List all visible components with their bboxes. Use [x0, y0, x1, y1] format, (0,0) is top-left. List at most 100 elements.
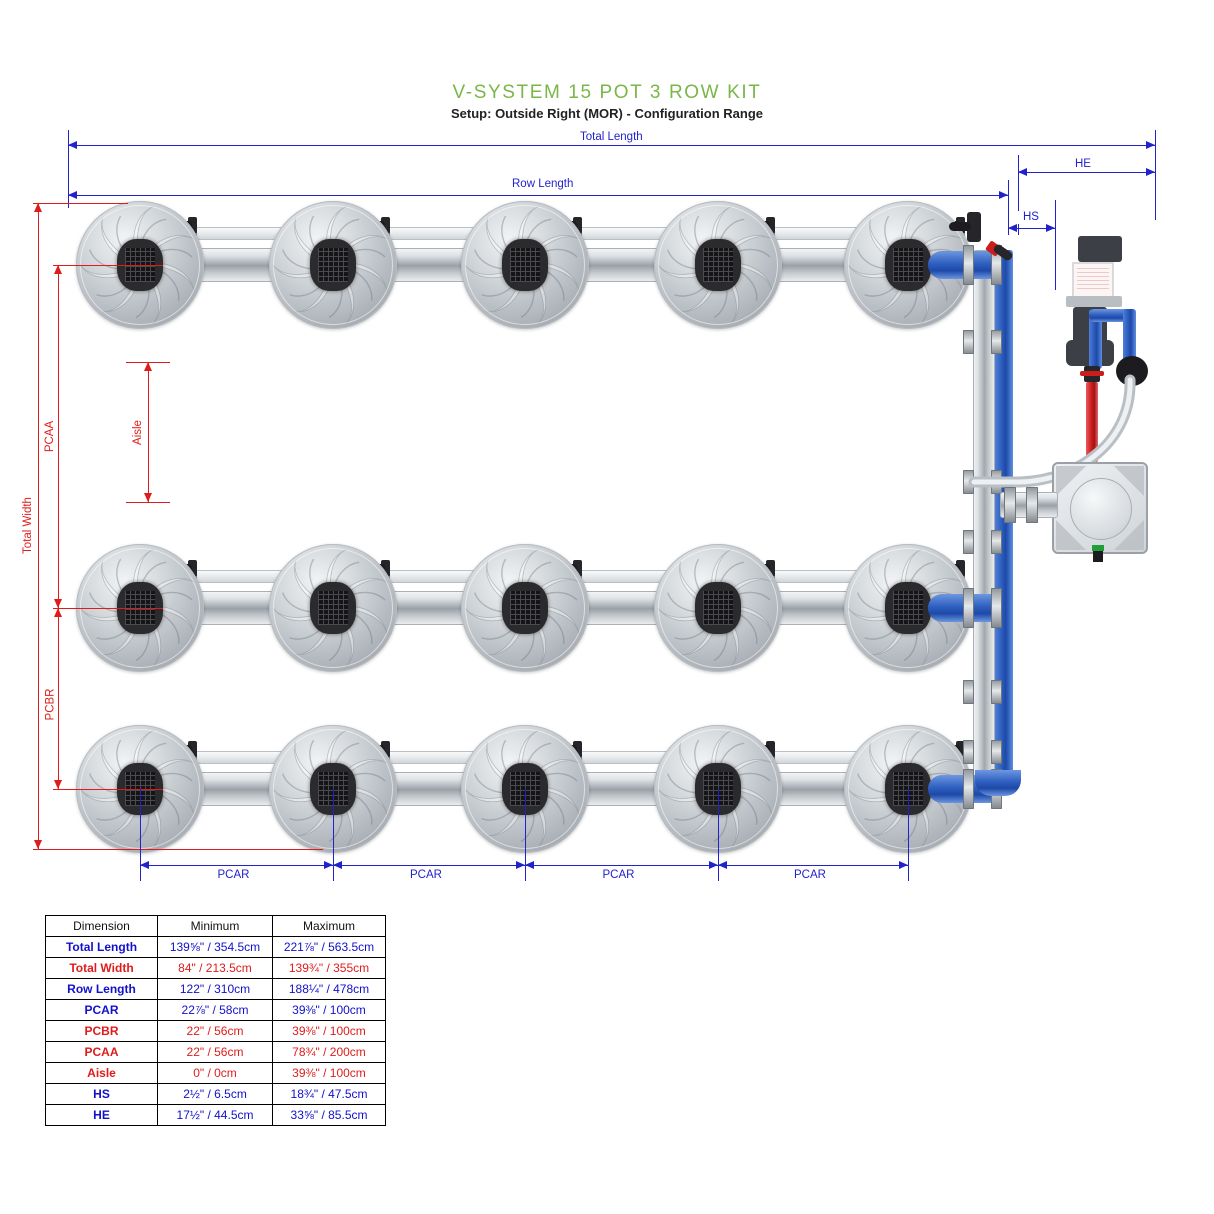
plant-pot	[654, 201, 782, 329]
label-pcar: PCAR	[789, 869, 831, 882]
manifold-pipe-silver	[973, 250, 995, 795]
ext-total-length-left	[68, 130, 69, 208]
manifold-clamp	[991, 330, 1002, 354]
table-cell-minimum: 139⅝" / 354.5cm	[157, 936, 273, 958]
table-cell-dimension: HE	[45, 1104, 158, 1126]
reservoir-drain	[1093, 548, 1103, 562]
page-title: V-SYSTEM 15 POT 3 ROW KIT	[452, 82, 762, 103]
controller-bracket	[1066, 296, 1122, 307]
ext-pcbr-top	[53, 608, 163, 609]
manifold-clamp	[963, 588, 974, 628]
table-cell-maximum: 33⅝" / 85.5cm	[272, 1104, 386, 1126]
table-cell-maximum: 139¾" / 355cm	[272, 957, 386, 979]
arrow-total-width-top	[33, 203, 42, 212]
manifold-clamp	[991, 740, 1002, 764]
controller-display	[1072, 262, 1114, 298]
pot-rim	[465, 548, 585, 668]
table-cell-minimum: 22" / 56cm	[157, 1020, 273, 1042]
arrow-pcar-left	[525, 860, 534, 869]
dim-line-total-length	[68, 145, 1155, 146]
ext-he-left	[1018, 155, 1019, 235]
tank-feed-clamp	[1026, 487, 1038, 523]
ext-pcar-tick	[525, 789, 526, 881]
table-header-maximum: Maximum	[272, 915, 386, 937]
controller-top-cap	[1078, 236, 1122, 262]
arrow-pcbr-bottom	[53, 780, 62, 789]
table-cell-maximum: 188¼" / 478cm	[272, 978, 386, 1000]
table-cell-maximum: 39⅜" / 100cm	[272, 1062, 386, 1084]
manifold-clamp	[963, 330, 974, 354]
feed-pipe-red	[1086, 382, 1098, 462]
dim-line-pcar	[718, 865, 908, 866]
table-cell-maximum: 78¾" / 200cm	[272, 1041, 386, 1063]
manifold-clamp	[991, 588, 1002, 628]
arrow-he-left	[1018, 167, 1027, 176]
ext-total-width-bottom	[33, 849, 323, 850]
pot-grid-insert	[318, 248, 348, 282]
arrow-pcar-right	[516, 860, 525, 869]
dim-line-pcar	[140, 865, 333, 866]
pot-grid-insert	[893, 248, 923, 282]
pot-grid-insert	[703, 591, 733, 625]
table-cell-minimum: 84" / 213.5cm	[157, 957, 273, 979]
manifold-clamp	[991, 530, 1002, 554]
reservoir-tank	[1052, 462, 1148, 554]
dripper-nozzle	[573, 560, 582, 577]
label-he: HE	[1070, 158, 1096, 171]
plant-pot	[269, 201, 397, 329]
label-row-length: Row Length	[507, 178, 579, 191]
arrow-pcar-right	[899, 860, 908, 869]
table-cell-dimension: PCAA	[45, 1041, 158, 1063]
arrow-total-width-bottom	[33, 840, 42, 849]
table-cell-minimum: 22" / 56cm	[157, 1041, 273, 1063]
arrow-pcar-left	[140, 860, 149, 869]
dim-line-row-length	[68, 195, 1008, 196]
arrow-hs-left	[1008, 223, 1017, 232]
dim-line-pcaa	[58, 265, 59, 608]
table-cell-dimension: Row Length	[45, 978, 158, 1000]
dripper-nozzle	[956, 560, 965, 577]
ext-total-width-top	[33, 203, 128, 204]
label-pcar: PCAR	[405, 869, 447, 882]
table-cell-dimension: Total Width	[45, 957, 158, 979]
pot-rim	[658, 548, 778, 668]
dripper-nozzle	[573, 217, 582, 234]
return-hose	[968, 374, 1136, 488]
ext-total-length-right	[1155, 130, 1156, 220]
arrow-pcaa-bottom	[53, 599, 62, 608]
manifold-top-arm	[949, 222, 971, 231]
table-cell-dimension: HS	[45, 1083, 158, 1105]
ext-row-length-right	[1008, 180, 1009, 235]
manifold-clamp	[963, 530, 974, 554]
arrow-aisle-bottom	[143, 493, 152, 502]
table-cell-maximum: 39⅜" / 100cm	[272, 1020, 386, 1042]
reservoir-drain-valve	[1092, 545, 1104, 551]
dim-line-pcar	[333, 865, 525, 866]
pot-rim	[658, 205, 778, 325]
dim-line-he	[1018, 172, 1155, 173]
table-header-row: Dimension Minimum Maximum	[45, 915, 386, 937]
label-hs: HS	[1018, 211, 1044, 224]
table-cell-maximum: 18¾" / 47.5cm	[272, 1083, 386, 1105]
arrow-pcar-left	[333, 860, 342, 869]
manifold-clamp	[991, 245, 1002, 285]
ext-pcar-tick	[718, 789, 719, 881]
tank-feed-clamp	[1004, 487, 1016, 523]
pot-grid-insert	[510, 591, 540, 625]
ext-pcar-tick	[140, 789, 141, 881]
arrow-row-length-right	[999, 190, 1008, 199]
manifold-clamp	[963, 245, 974, 285]
ext-pcar-tick	[333, 789, 334, 881]
plant-pot	[461, 201, 589, 329]
dim-line-aisle	[148, 362, 149, 502]
label-pcar: PCAR	[212, 869, 255, 882]
pump-outlet-blue	[1123, 309, 1136, 364]
dripper-nozzle	[956, 741, 965, 758]
